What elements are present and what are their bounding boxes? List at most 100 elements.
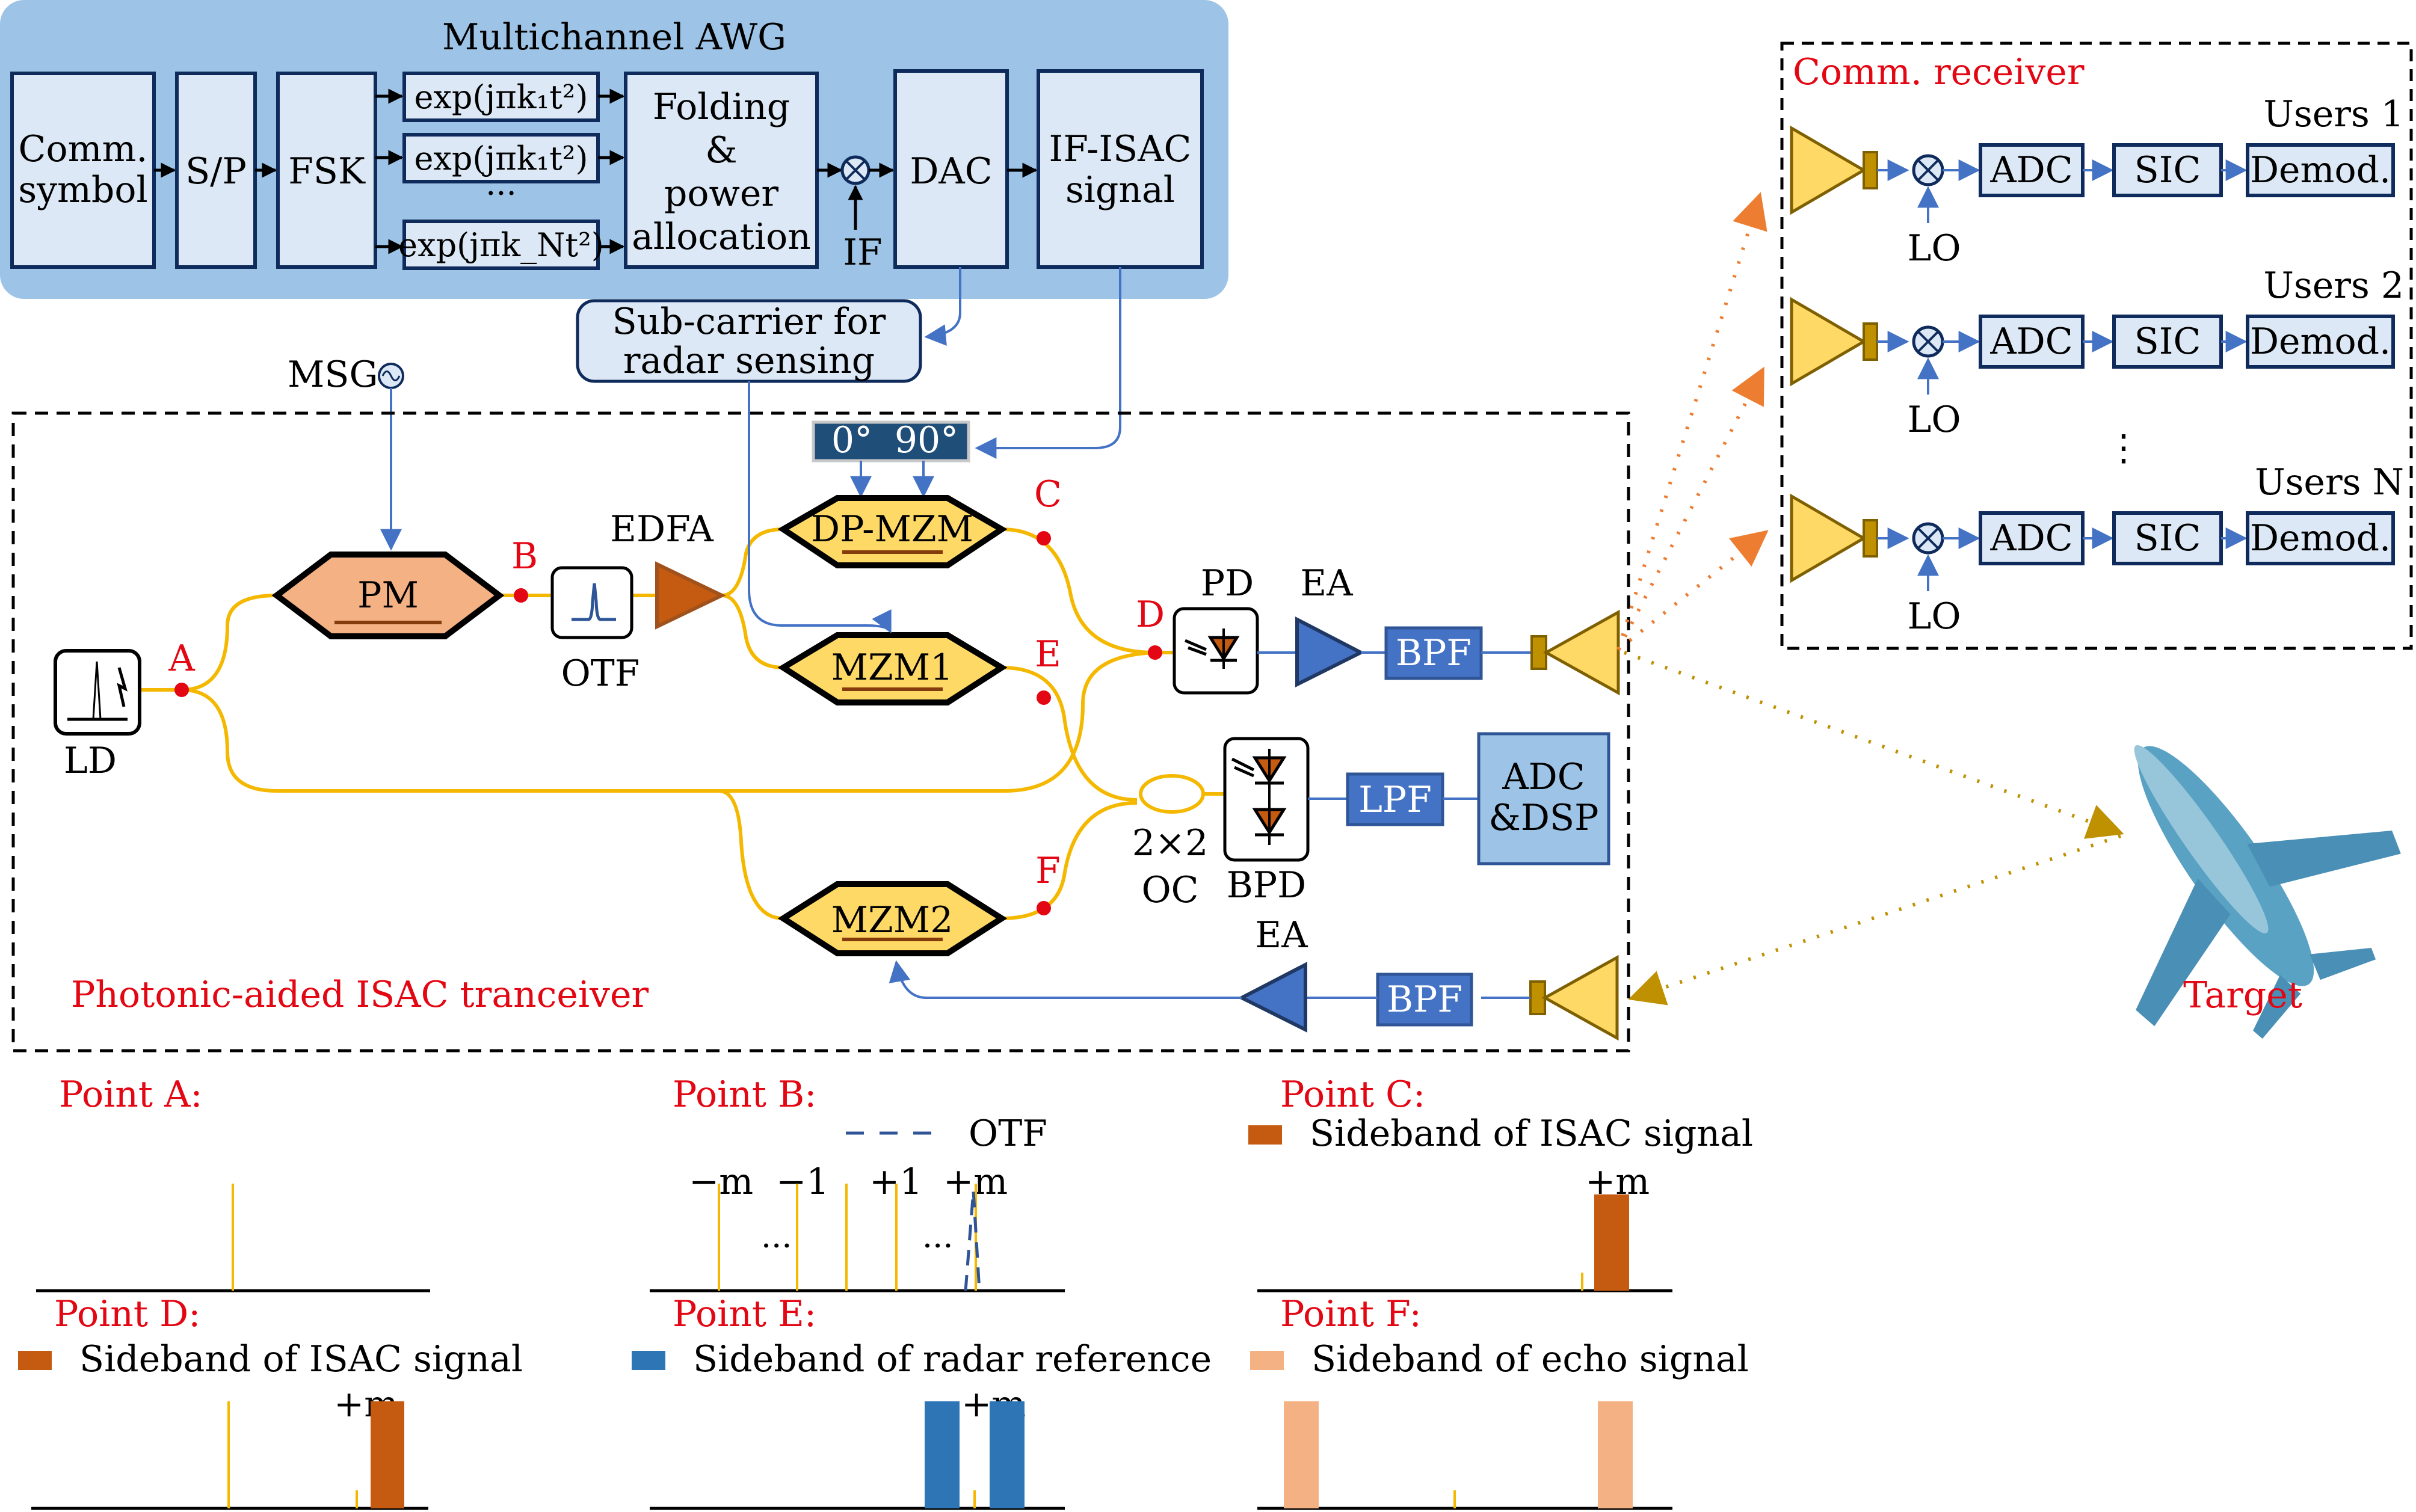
dac-to-subcarrier-line (924, 267, 961, 346)
ifisac-to-phase-line (975, 267, 1121, 459)
svg-text:MZM2: MZM2 (831, 899, 954, 941)
user-label: Users 1 (2263, 93, 2404, 135)
lpf: LPF (1346, 772, 1444, 826)
folding-power-allocation-block: Folding & power allocation (624, 72, 819, 269)
radar-sideband-bar-lower (925, 1401, 960, 1508)
svg-text:S/P: S/P (185, 150, 247, 192)
tx-antenna-icon (1530, 609, 1620, 696)
if-label: IF (843, 232, 882, 274)
fsk-block: FSK (276, 72, 377, 269)
receiver-boundary (1780, 41, 2413, 650)
photodetector: PD (1173, 562, 1259, 695)
svg-text:A: A (168, 638, 195, 680)
isac-sideband-bar (371, 1401, 404, 1508)
msg-source-icon (378, 363, 404, 389)
spectrum-title: Point C: (1280, 1074, 1425, 1116)
svg-text:symbol: symbol (18, 169, 147, 211)
chirp-generator-n: exp(jπk_Nt²) (375, 220, 625, 270)
ellipsis: ··· (922, 1227, 954, 1265)
svg-text:IF-ISAC: IF-ISAC (1049, 128, 1192, 170)
phase-shift-box: 0° 90° (812, 419, 970, 463)
svg-text:Comm.: Comm. (19, 128, 148, 170)
bpf-tx: BPF (1384, 626, 1483, 680)
demod-block: Demod. (2246, 315, 2395, 369)
svg-text:&: & (705, 129, 737, 171)
sideband-order-label: −1 (776, 1161, 829, 1203)
oc-label-2: OC (1141, 869, 1198, 911)
legend-label: Sideband of echo signal (1311, 1338, 1749, 1380)
svg-text:Folding: Folding (653, 86, 790, 128)
svg-text:LPF: LPF (1358, 779, 1432, 821)
sic-block: SIC (2112, 143, 2223, 197)
demod-label: Demod. (2250, 517, 2391, 559)
spectrum-point-e: Point E:Sideband of radar reference+m (632, 1293, 1212, 1510)
receiver-title: Comm. receiver (1793, 51, 2085, 93)
otf-response-curve (964, 1190, 981, 1291)
point-b-marker (514, 588, 528, 603)
oc-label-1: 2×2 (1132, 822, 1209, 864)
mzm2-modulator: MZM2 (777, 881, 1008, 956)
svg-text:EDFA: EDFA (610, 508, 713, 550)
msg-label: MSG (288, 354, 378, 396)
target-label: Target (2183, 974, 2302, 1016)
adc-label: ADC (1989, 517, 2072, 559)
spectrum-title: Point D: (54, 1293, 200, 1335)
spectrum-point-f: Point F:Sideband of echo signal (1250, 1293, 1749, 1510)
sic-label: SIC (2134, 149, 2201, 191)
rx-antenna-icon (1529, 954, 1619, 1041)
dac-block: DAC (893, 69, 1009, 269)
user-antenna-icon (1790, 297, 1867, 387)
mzm1-modulator: MZM1 (777, 632, 1008, 705)
user-label: Users N (2255, 461, 2404, 503)
spectrum-point-c: Point C:Sideband of ISAC signal+m (1248, 1074, 1753, 1292)
point-f-marker (1037, 901, 1051, 915)
echo-sideband-bar-upper (1598, 1401, 1633, 1508)
point-e-marker (1037, 690, 1051, 705)
svg-text:EA: EA (1300, 562, 1353, 604)
mixer-icon (1912, 325, 1944, 358)
balanced-photodetector: BPD (1223, 737, 1310, 906)
dp-mzm-modulator: DP-MZM (777, 495, 1008, 568)
sic-block: SIC (2112, 511, 2223, 565)
demod-label: Demod. (2250, 321, 2391, 363)
svg-text:LD: LD (64, 740, 117, 782)
svg-text:DAC: DAC (910, 150, 992, 192)
sic-block: SIC (2112, 315, 2223, 369)
sp-block: S/P (175, 72, 257, 269)
svg-text:&DSP: &DSP (1489, 797, 1599, 839)
mixer-icon (1912, 522, 1944, 555)
if-mixer-icon (840, 155, 871, 185)
svg-text:radar sensing: radar sensing (623, 340, 875, 382)
svg-text:MZM1: MZM1 (831, 647, 954, 689)
user-antenna-icon (1790, 125, 1867, 215)
comm-symbol-block: Comm. symbol (10, 72, 156, 269)
edfa-amplifier: EDFA (610, 508, 726, 630)
sideband-order-label: −m (689, 1161, 753, 1203)
point-c-marker (1037, 531, 1051, 545)
subcarrier-to-mzm1-line (748, 381, 892, 634)
svg-text:BPF: BPF (1396, 632, 1471, 674)
legend-label: Sideband of radar reference (693, 1338, 1212, 1380)
target-airplane-icon (2134, 745, 2401, 1039)
svg-text:exp(jπk₁t²): exp(jπk₁t²) (414, 140, 588, 177)
svg-text:exp(jπk_Nt²): exp(jπk_Nt²) (398, 226, 604, 264)
wireless-links (1616, 192, 2124, 1006)
subcarrier-radar-sensing-box: Sub-carrier for radar sensing (576, 299, 922, 383)
demod-block: Demod. (2246, 511, 2395, 565)
spectrum-title: Point B: (673, 1074, 816, 1116)
legend-swatch (18, 1351, 52, 1370)
rx-to-mzm2-line (889, 960, 1242, 999)
svg-text:exp(jπk₁t²): exp(jπk₁t²) (414, 78, 588, 116)
electrical-amplifier-tx: EA (1295, 562, 1365, 687)
user-antenna-icon (1790, 493, 1867, 583)
svg-text:90°: 90° (895, 419, 958, 461)
otf-legend-label: OTF (969, 1113, 1047, 1155)
electrical-amplifier-rx: EA (1237, 914, 1308, 1033)
svg-text:DP-MZM: DP-MZM (811, 508, 973, 550)
legend-label: Sideband of ISAC signal (1310, 1113, 1753, 1155)
adc-label: ADC (1989, 149, 2072, 191)
